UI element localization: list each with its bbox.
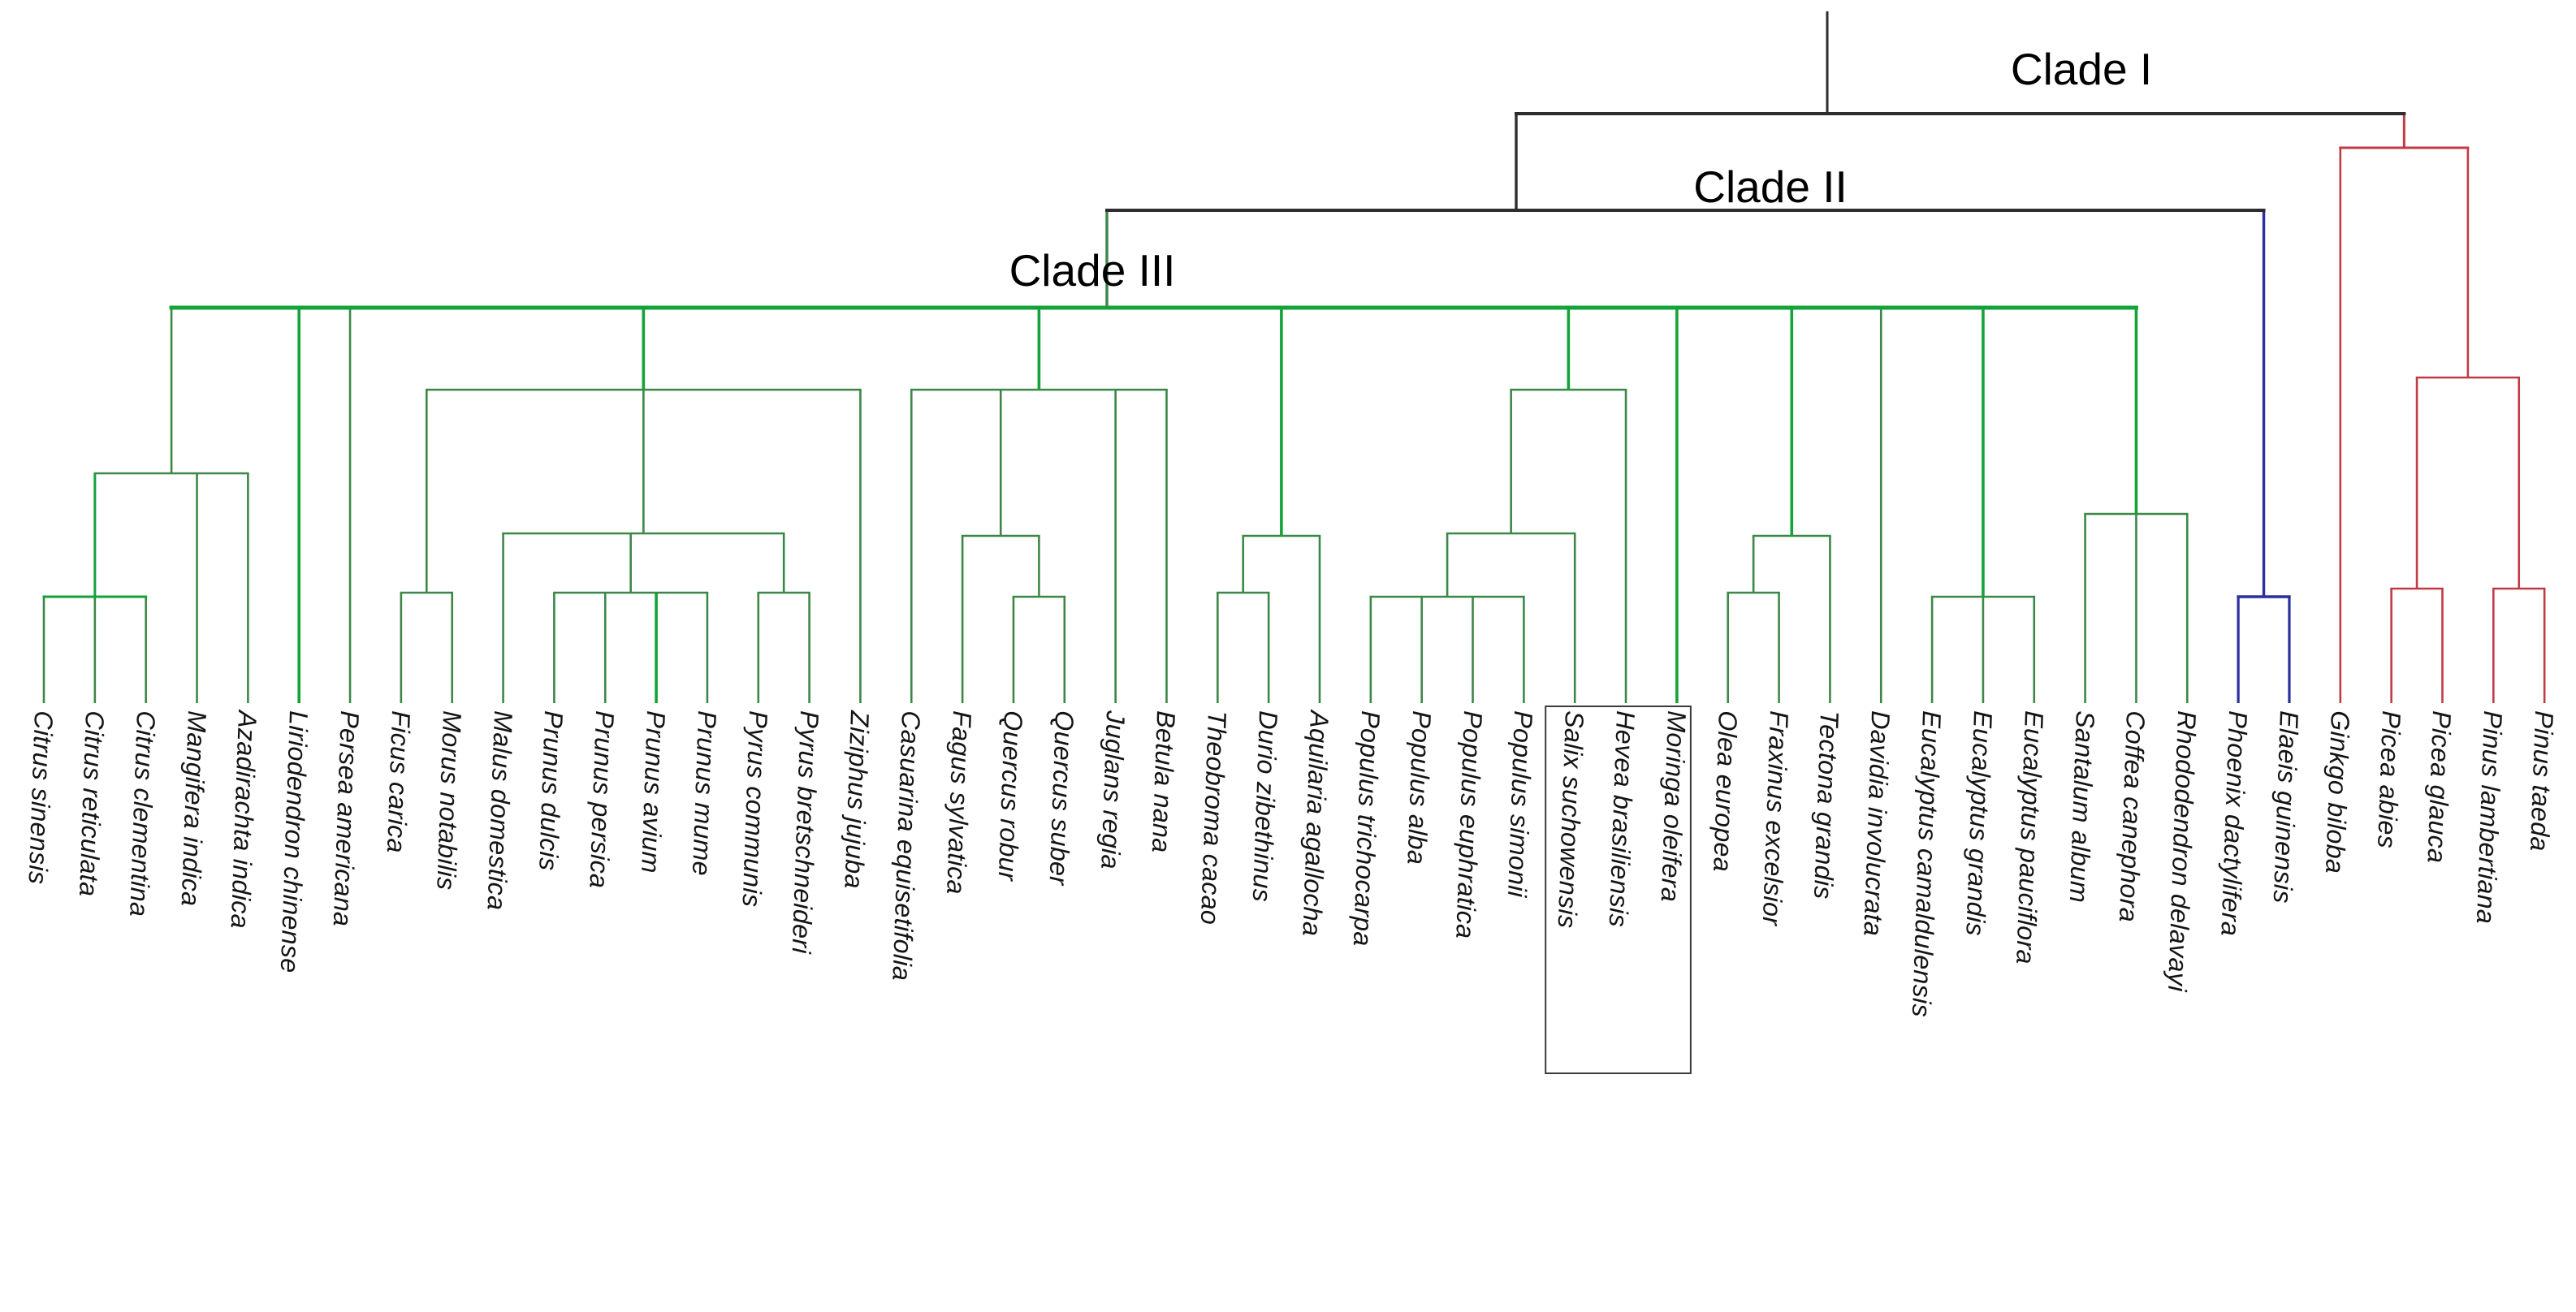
taxon-label: Betula nana [1147, 710, 1182, 854]
taxon-label: Populus alba [1402, 710, 1437, 865]
taxon-label: Prunus dulcis [534, 710, 569, 872]
taxon-label: Quercus suber [1044, 710, 1079, 887]
highlight-box [1545, 706, 1692, 1074]
taxon-label: Malus domestica [481, 710, 518, 912]
taxon-label: Pinus taeda [2525, 710, 2560, 852]
taxon-label: Prunus persica [584, 710, 620, 889]
taxon-label: Fagus sylvatica [941, 710, 978, 896]
taxon-label: Elaeis guinensis [2267, 710, 2304, 904]
taxon-label: Mangifera indica [175, 710, 212, 908]
taxon-label: Citrus clementina [123, 710, 161, 917]
taxon-label: Moringa oleifera [1655, 710, 1692, 903]
taxon-label: Picea abies [2371, 710, 2406, 849]
taxon-label: Prunus mume [686, 710, 722, 877]
taxon-label: Theobroma cacao [1195, 710, 1233, 926]
taxon-label: Quercus robur [992, 710, 1028, 882]
taxon-label: Eucalyptus grandis [1960, 710, 1998, 937]
taxon-label: Persea americana [327, 710, 365, 928]
taxon-label: Aquilaria agallocha [1297, 710, 1334, 937]
taxon-label: Hevea brasiliensis [1603, 710, 1641, 928]
taxon-label: Tectona grandis [1809, 710, 1845, 900]
taxon-label: Salix suchowensis [1552, 710, 1590, 930]
clade-label-1: Clade I [2010, 44, 2153, 94]
clade-label-2: Clade II [1693, 162, 1848, 212]
taxon-label: Morus notabilis [431, 710, 467, 891]
taxon-label: Fraxinus excelsior [1757, 710, 1794, 926]
taxon-label: Populus euphratica [1450, 710, 1488, 940]
clade-label-3: Clade III [1009, 245, 1176, 296]
taxon-label: Ficus carica [381, 710, 416, 854]
taxon-label: Prunus avium [636, 710, 672, 874]
taxon-label: Durio zibethinus [1247, 710, 1284, 903]
taxon-label: Citrus reticulata [73, 710, 110, 898]
taxon-label: Populus simonii [1502, 710, 1539, 899]
taxon-label: Ziziphus jujuba [839, 710, 875, 890]
taxon-label: Citrus sinensis [23, 710, 58, 886]
taxon-label: Olea europea [1707, 710, 1743, 873]
taxon-label: Ginkgo biloba [2319, 710, 2355, 874]
taxon-label: Picea glauca [2422, 710, 2457, 865]
taxon-label: Santalum album [2064, 710, 2100, 904]
taxon-label: Pyrus communis [737, 710, 773, 908]
taxon-label: Juglans regia [1095, 710, 1130, 870]
taxon-label: Coffea canephora [2114, 710, 2151, 923]
taxon-label: Pinus lambertiana [2471, 710, 2509, 925]
